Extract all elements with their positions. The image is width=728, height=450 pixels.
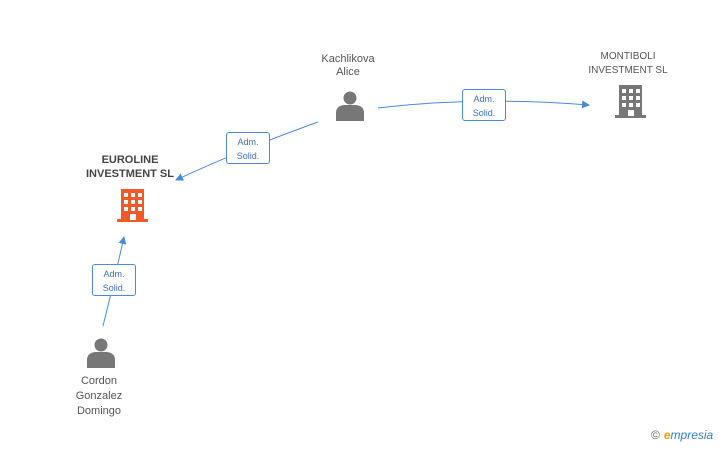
- copyright-symbol: ©: [651, 428, 660, 442]
- node-label-euroline[interactable]: EUROLINE INVESTMENT SL: [85, 154, 174, 180]
- person-icon[interactable]: [87, 338, 115, 369]
- edge-label-cordon-euroline[interactable]: Adm. Solid.: [92, 264, 136, 296]
- person-icon[interactable]: [336, 91, 364, 122]
- edge-label-kachlikova-montiboli[interactable]: Adm. Solid.: [462, 89, 506, 121]
- building-icon-main[interactable]: [117, 189, 148, 222]
- node-label-kachlikova[interactable]: Kachlikova Alice: [321, 53, 375, 78]
- node-label-cordon[interactable]: Cordon Gonzalez Domingo: [75, 375, 123, 417]
- brand-name: mpresia: [670, 428, 714, 442]
- brand-logo: ©empresia: [651, 428, 713, 442]
- building-icon[interactable]: [615, 85, 646, 118]
- node-label-montiboli[interactable]: MONTIBOLI INVESTMENT SL: [588, 51, 668, 76]
- brand-e: e: [663, 428, 671, 442]
- edge-label-kachlikova-euroline[interactable]: Adm. Solid.: [226, 132, 270, 164]
